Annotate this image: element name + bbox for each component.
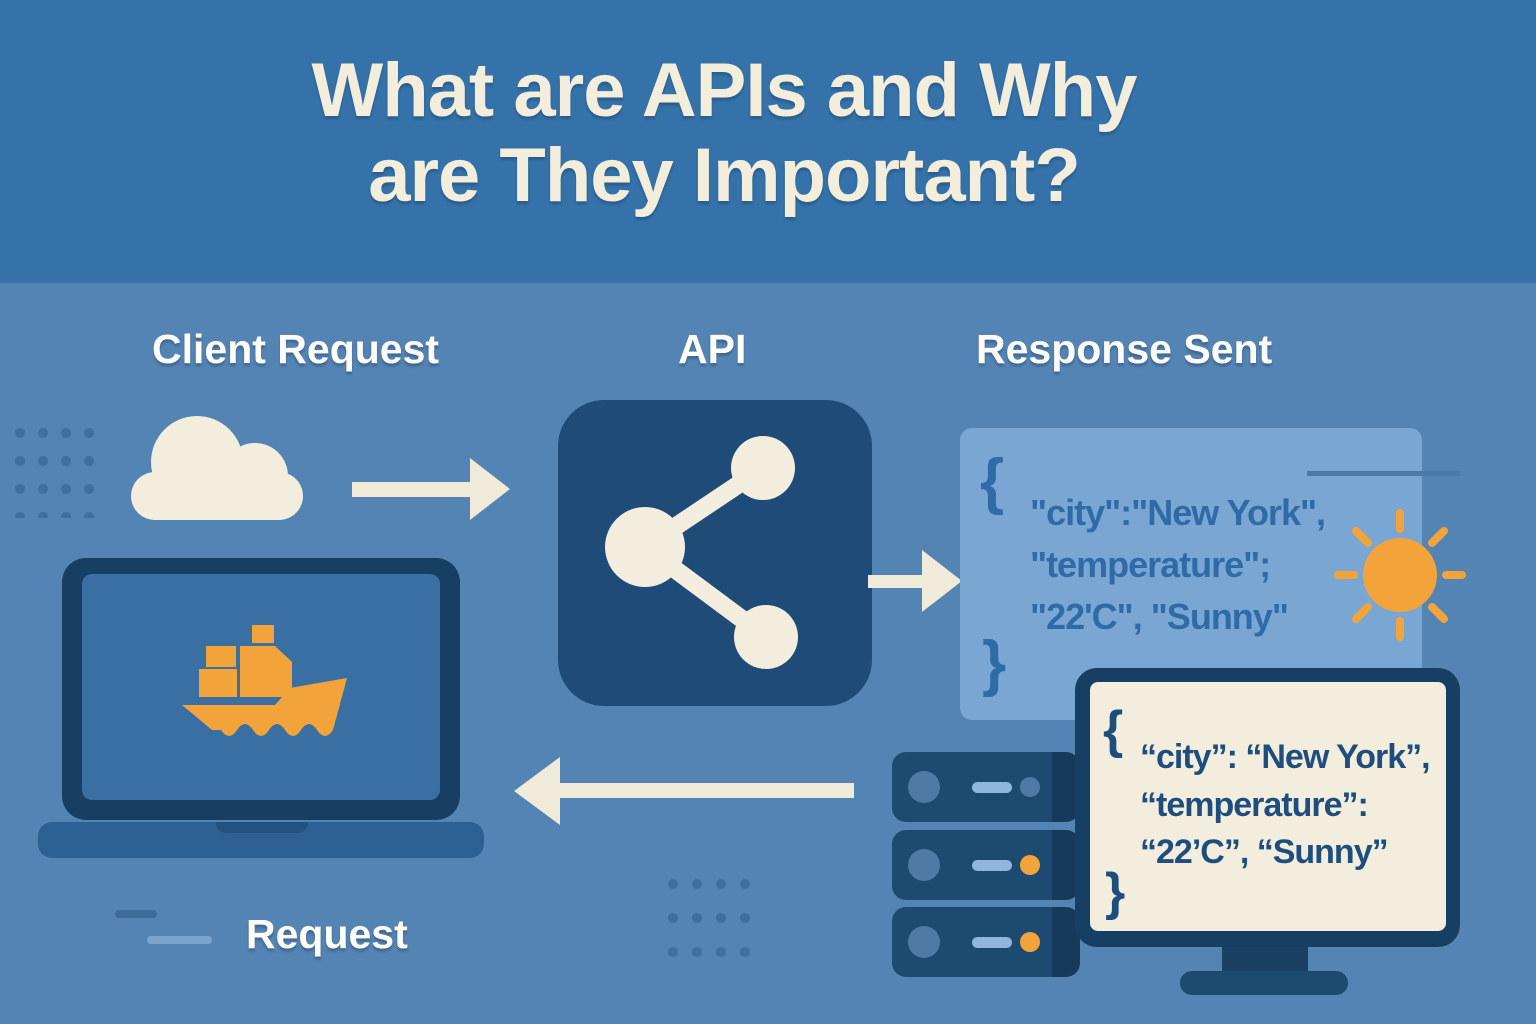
response-brace-close: } xyxy=(982,629,1007,698)
title-banner: What are APIs and Why are They Important… xyxy=(0,0,1536,283)
response-json-line2: "temperature"; xyxy=(1030,544,1271,585)
page-title-line2: are They Important? xyxy=(368,133,1081,219)
monitor-screen xyxy=(1090,682,1446,931)
server-stack-icon-unit-2 xyxy=(892,830,1080,900)
server-knob-icon xyxy=(908,926,940,958)
server-stack-icon-unit-1 xyxy=(892,752,1080,822)
decorative-dot-grid-bottom-middle xyxy=(663,877,761,973)
server-led-icon xyxy=(1020,932,1040,952)
response-json-line3: "22'C", "Sunny" xyxy=(1030,596,1289,637)
monitor-stand-base xyxy=(1180,971,1348,995)
decorative-line-request-1 xyxy=(115,910,157,918)
response-json-box: { "city":"New York", "temperature"; "22'… xyxy=(960,428,1422,720)
share-nodes-icon xyxy=(605,436,798,669)
server-knob-icon xyxy=(908,771,940,803)
decorative-dot-grid-top-left xyxy=(10,426,105,518)
page-title-line1: What are APIs and Why xyxy=(311,48,1138,133)
request-label: Request xyxy=(246,911,408,957)
server-knob-icon xyxy=(908,849,940,881)
monitor-brace-close: } xyxy=(1105,863,1126,921)
monitor-json-line1: “city”: “New York”, xyxy=(1140,738,1431,776)
page-title: What are APIs and Why are They Important… xyxy=(0,48,1448,218)
laptop-hinge-notch xyxy=(216,822,308,833)
server-stack-icon-unit-3 xyxy=(892,907,1080,977)
server-led-icon xyxy=(1020,855,1040,875)
monitor-brace-open: { xyxy=(1103,701,1124,759)
arrow-right-icon xyxy=(868,550,962,612)
monitor-stand-neck xyxy=(1222,945,1308,975)
server-slot-icon xyxy=(972,782,1012,793)
server-slot-icon xyxy=(972,937,1012,948)
monitor-json-line3: “22’C”, “Sunny” xyxy=(1140,833,1389,871)
api-box xyxy=(558,400,872,706)
response-json-line1: "city":"New York", xyxy=(1030,492,1326,533)
response-brace-open: { xyxy=(980,447,1005,516)
server-slot-icon xyxy=(972,860,1012,871)
monitor-json-line2: “temperature”: xyxy=(1140,786,1369,824)
client-request-label: Client Request xyxy=(152,326,440,372)
sun-icon xyxy=(1334,509,1466,641)
decorative-line-request-2 xyxy=(147,936,212,944)
arrow-left-icon xyxy=(514,757,854,825)
decorative-line-sun xyxy=(1307,471,1460,476)
arrow-right-icon xyxy=(352,458,510,520)
server-led-icon xyxy=(1020,777,1040,797)
api-label: API xyxy=(678,326,747,372)
cargo-ship-icon xyxy=(182,625,347,736)
cloud-icon xyxy=(131,416,303,520)
response-sent-label: Response Sent xyxy=(976,326,1273,372)
